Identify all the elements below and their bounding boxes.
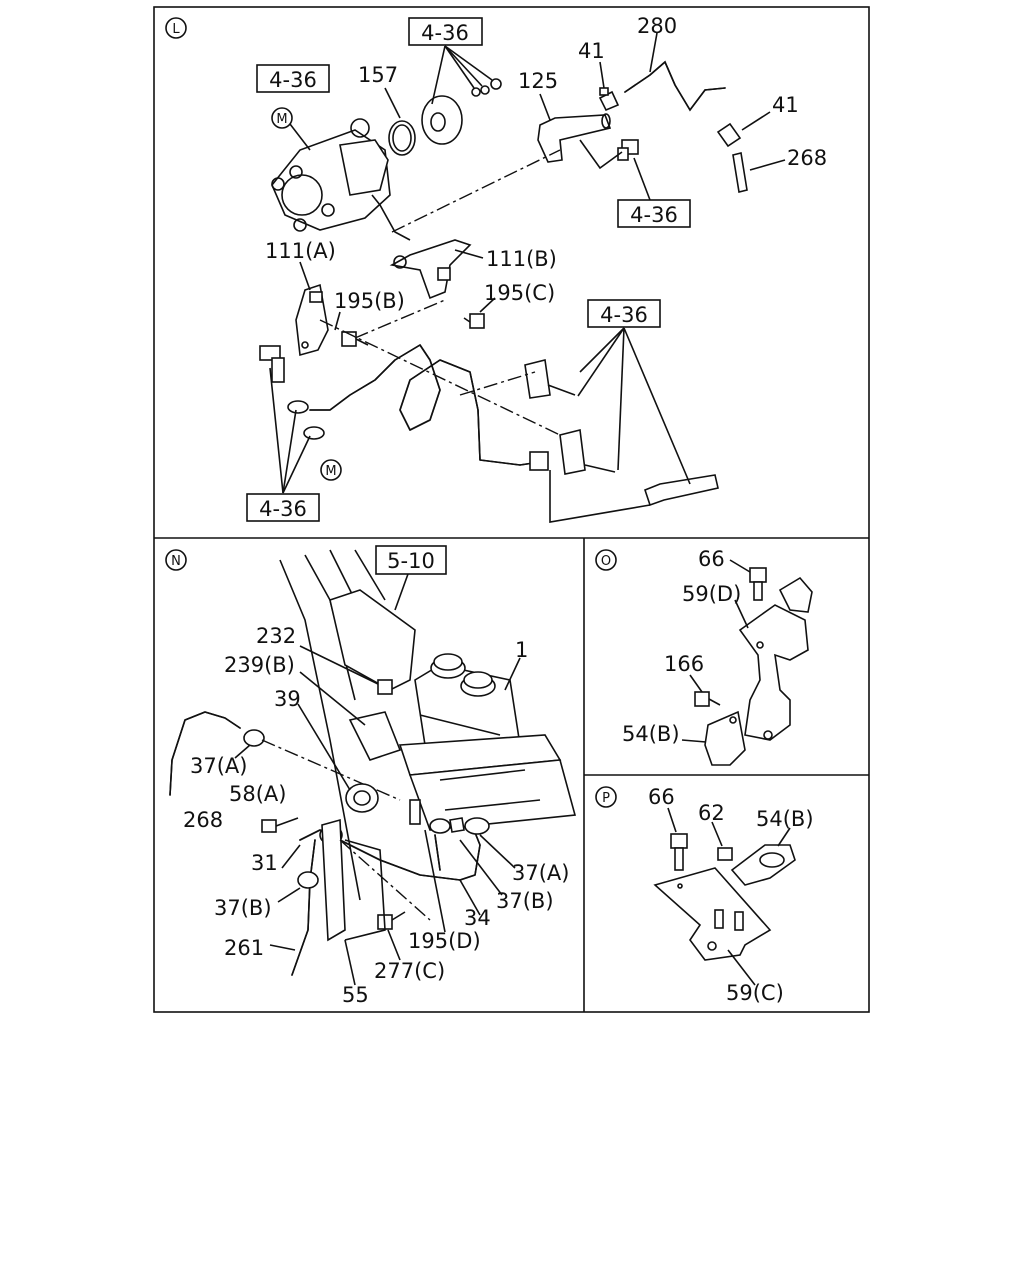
hose-clamp <box>243 729 265 747</box>
bolt <box>449 817 465 833</box>
nut <box>377 679 393 695</box>
bolt <box>463 313 485 329</box>
part-label: 66 <box>698 547 725 571</box>
pipe-clip <box>524 359 576 399</box>
part-label: 37(B) <box>214 896 272 920</box>
part-label: 41 <box>772 93 799 117</box>
diagram-frames <box>153 6 870 1013</box>
part-label: 59(D) <box>682 582 741 606</box>
part-label: 111(A) <box>265 239 336 263</box>
tube-stub <box>732 152 748 193</box>
union-bolt <box>617 139 639 161</box>
bracket-111a <box>295 283 329 357</box>
pipe-clip <box>559 429 616 475</box>
hose-fitting <box>529 451 549 471</box>
part-label: 261 <box>224 936 264 960</box>
panel-o: O 66 59(D) 166 54(B) <box>595 547 813 766</box>
part-label: 34 <box>464 906 491 930</box>
panel-p-letter: P <box>602 791 610 806</box>
svg-text:4-36: 4-36 <box>421 21 469 45</box>
bracket-59d <box>738 576 813 741</box>
part-label: 268 <box>183 808 223 832</box>
part-label: 232 <box>256 624 296 648</box>
reservoir-bracket <box>348 711 402 761</box>
body-panel <box>329 589 416 691</box>
bolt <box>409 799 421 825</box>
part-label: 66 <box>648 785 675 809</box>
part-label: 41 <box>578 39 605 63</box>
svg-text:4-36: 4-36 <box>630 203 678 227</box>
part-label: 239(B) <box>224 653 295 677</box>
panel-o-letter: O <box>601 554 611 569</box>
panel-l: L 4-36 4-36 4-36 4-36 4-36 <box>165 14 827 523</box>
part-label: 62 <box>698 801 725 825</box>
part-label: 54(B) <box>622 722 680 746</box>
part-label: 37(B) <box>496 889 554 913</box>
ref-box: 4-36 <box>256 64 330 93</box>
part-label: 277(C) <box>374 959 445 983</box>
marker-m: M <box>325 464 336 479</box>
ref-box: 4-36 <box>617 199 691 228</box>
part-label: 195(B) <box>334 289 405 313</box>
clip-54b <box>704 710 746 766</box>
bolt <box>670 833 688 871</box>
part-label: 55 <box>342 983 369 1007</box>
panel-l-letter: L <box>172 22 180 37</box>
pipe-end <box>644 474 719 507</box>
bolt <box>694 691 721 707</box>
bracket-111b <box>389 239 472 300</box>
part-label: 54(B) <box>756 807 814 831</box>
nut <box>717 847 733 861</box>
clip-54b <box>730 844 796 886</box>
eye-bolt <box>259 345 285 383</box>
bolt <box>749 567 767 601</box>
part-label: 195(D) <box>408 929 481 953</box>
hose-clamp <box>464 817 490 835</box>
part-label: 58(A) <box>229 782 286 806</box>
o-ring <box>388 120 416 156</box>
part-label: 125 <box>518 69 558 93</box>
hose-grommet <box>345 783 379 813</box>
part-label: 37(A) <box>512 861 569 885</box>
part-label: 37(A) <box>190 754 247 778</box>
part-label: 157 <box>358 63 398 87</box>
plate-59c <box>653 867 772 961</box>
hose-clamp <box>598 87 620 112</box>
ref-box: 4-36 <box>246 493 320 522</box>
svg-text:4-36: 4-36 <box>269 68 317 92</box>
hose-clamp <box>429 818 451 834</box>
panel-n-letter: N <box>171 554 181 569</box>
part-label: 280 <box>637 14 677 38</box>
svg-text:4-36: 4-36 <box>259 497 307 521</box>
part-label: 268 <box>787 146 827 170</box>
part-label: 39 <box>274 687 301 711</box>
pump-pulley <box>421 78 502 145</box>
mounting-bracket <box>321 818 346 942</box>
bolt <box>261 819 277 833</box>
part-label: 111(B) <box>486 247 557 271</box>
part-label: 195(C) <box>484 281 555 305</box>
ref-box: 5-10 <box>375 545 447 575</box>
svg-text:4-36: 4-36 <box>600 303 648 327</box>
hose-clamp <box>716 122 742 148</box>
part-label: 59(C) <box>726 981 784 1005</box>
power-steering-pump <box>271 118 411 241</box>
part-label: 1 <box>515 638 528 662</box>
ref-box: 4-36 <box>587 299 661 328</box>
pipe-fitting <box>537 113 612 163</box>
panel-p: P 66 62 54(B) 59(C) <box>595 785 814 1005</box>
svg-text:5-10: 5-10 <box>387 549 435 573</box>
marker-m: M <box>276 112 287 127</box>
part-label: 31 <box>251 851 278 875</box>
ref-box: 4-36 <box>408 17 483 46</box>
hose-clamp <box>297 871 319 889</box>
panel-n: N 5-10 <box>165 545 577 1007</box>
part-label: 166 <box>664 652 704 676</box>
